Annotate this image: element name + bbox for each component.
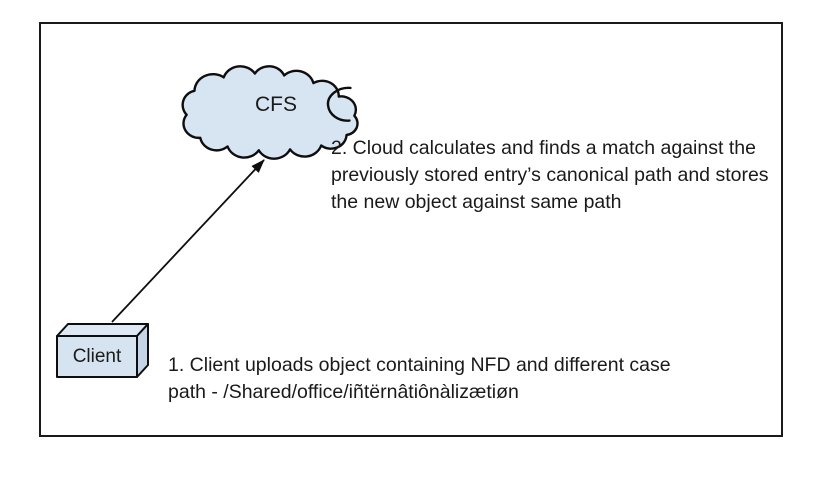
cloud-label: CFS bbox=[255, 93, 297, 116]
annotation-step1: 1. Client uploads object containing NFD … bbox=[168, 352, 671, 406]
cloud-inner-curl bbox=[328, 88, 350, 121]
client-box bbox=[56, 323, 149, 378]
client-box-top bbox=[56, 323, 149, 337]
annotation-step1-line1: 1. Client uploads object containing NFD … bbox=[168, 354, 671, 376]
annotation-step2-line1: 2. Cloud calculates and finds a match ag… bbox=[331, 137, 756, 159]
diagram-frame bbox=[39, 22, 783, 437]
annotation-step1-line2: path - /Shared/office/iñtërnâtiônàlizæti… bbox=[168, 381, 519, 403]
client-box-front bbox=[56, 335, 138, 378]
upload-arrow bbox=[111, 159, 265, 323]
annotation-step2: 2. Cloud calculates and finds a match ag… bbox=[331, 135, 769, 216]
annotation-step2-line3: the new object against same path bbox=[331, 191, 622, 213]
client-label: Client bbox=[72, 346, 122, 367]
cloud-icon bbox=[183, 66, 358, 158]
annotation-step2-line2: previously stored entry’s canonical path… bbox=[331, 164, 769, 186]
